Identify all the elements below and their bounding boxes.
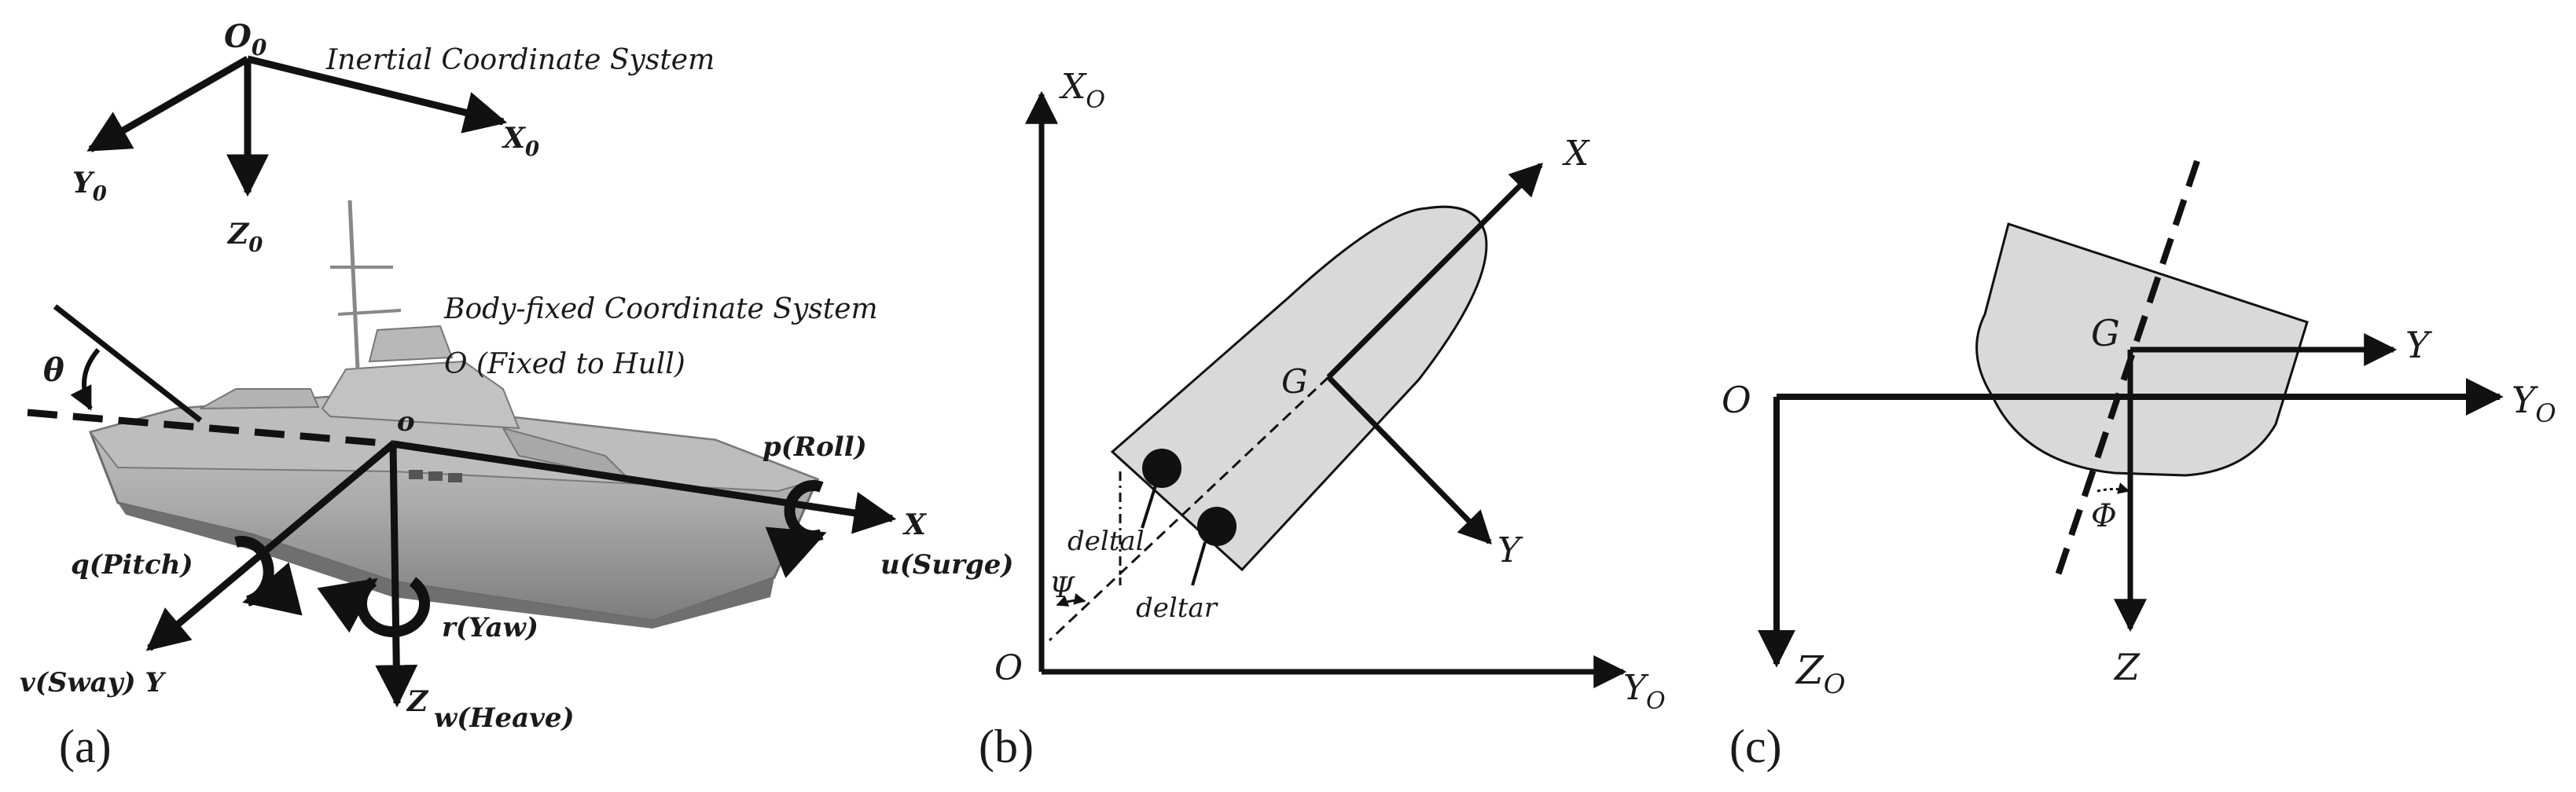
inertial-z0-label: Z0	[226, 218, 263, 257]
heave-label: w(Heave)	[434, 702, 575, 734]
roll-arrow	[765, 480, 827, 578]
inertial-frame: O0 Inertial Coordinate System X0 Y0 Z0	[72, 18, 715, 257]
body-longitudinal-dashed	[27, 409, 394, 448]
theta-arc	[70, 348, 101, 411]
body-z-label: Z	[406, 685, 429, 718]
c-z-label: Z	[2113, 646, 2141, 688]
c-phi-arc	[2096, 482, 2130, 494]
sway-label: v(Sway) Y	[20, 667, 166, 698]
roll-label: p(Roll)	[763, 431, 867, 463]
surge-label: u(Surge)	[880, 549, 1014, 581]
body-x-label: X	[902, 508, 928, 541]
c-y-label: Y	[2405, 324, 2433, 366]
theta-label: θ	[43, 352, 64, 389]
c-y0-label: YO	[2512, 379, 2556, 428]
c-phi-label: Φ	[2091, 498, 2117, 534]
inertial-title: Inertial Coordinate System	[325, 44, 715, 76]
b-rudder-left	[1142, 449, 1181, 488]
b-x-label: X	[1562, 134, 1590, 174]
pitch-arrow	[234, 536, 303, 616]
b-origin-label: O	[994, 648, 1023, 688]
b-y-label: Y	[1497, 530, 1523, 570]
body-title: Body-fixed Coordinate System	[443, 293, 878, 325]
inertial-origin-label: O0	[224, 18, 267, 60]
b-ship-x-axis	[1326, 163, 1543, 380]
c-origin-label: O	[1722, 379, 1751, 421]
b-x0-label: XO	[1059, 67, 1105, 114]
b-deltar-label: deltar	[1136, 592, 1218, 624]
c-z0-label: ZO	[1795, 647, 1846, 700]
panel-b-caption: (b)	[979, 720, 1034, 772]
pitch-label: q(Pitch)	[71, 549, 193, 581]
b-rudder-right	[1197, 507, 1237, 546]
panel-b: XO YO O G X Y deltal deltar Ψ (b)	[979, 67, 1666, 772]
panel-a: O0 Inertial Coordinate System X0 Y0 Z0	[20, 18, 1014, 772]
inertial-x0-axis	[246, 55, 508, 134]
inertial-x0-label: X0	[502, 122, 539, 161]
c-heel-dashed-line	[2054, 160, 2200, 579]
b-ship-centerline	[1048, 376, 1330, 642]
panel-c: O G Y YO ZO Z Φ (c)	[1722, 160, 2556, 772]
b-g-label: G	[1281, 362, 1308, 401]
body-origin-note: O (Fixed to Hull)	[444, 348, 685, 380]
body-x-axis	[392, 440, 897, 534]
b-psi-label: Ψ	[1049, 572, 1075, 604]
inertial-y0-axis	[86, 56, 250, 152]
b-y0-label: YO	[1623, 668, 1666, 715]
c-g-label: G	[2091, 312, 2120, 354]
b-psi-arc	[1056, 593, 1086, 607]
body-y-axis	[145, 441, 395, 651]
b-ship-y-axis	[1326, 375, 1492, 545]
body-origin-label: o	[397, 406, 415, 438]
b-hull	[1110, 205, 1488, 572]
yaw-arrow	[317, 577, 430, 638]
panel-a-caption: (a)	[59, 720, 112, 772]
yaw-label: r(Yaw)	[442, 612, 538, 644]
ship-illustration	[88, 200, 821, 629]
theta-reference-line	[53, 304, 203, 423]
body-z-axis	[375, 443, 418, 708]
body-frame: θ Body-fixed Coordinate System O (Fixed …	[20, 293, 1014, 734]
panel-c-caption: (c)	[1729, 720, 1782, 772]
b-deltal-label: deltal	[1068, 526, 1145, 557]
inertial-y0-label: Y0	[72, 167, 107, 206]
